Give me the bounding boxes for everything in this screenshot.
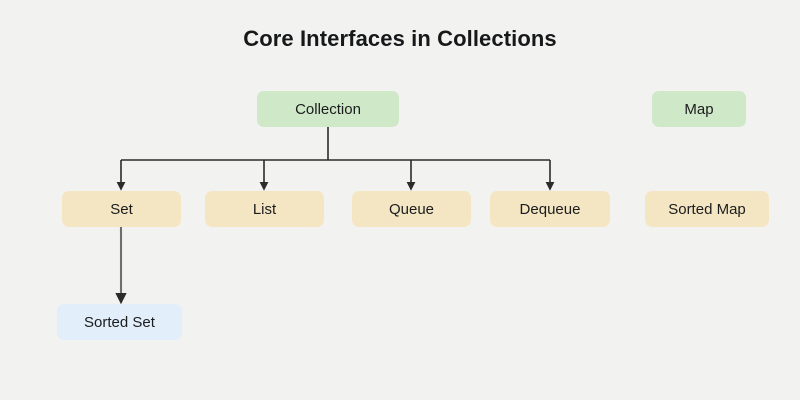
node-list[interactable]: List (205, 191, 324, 227)
page-title: Core Interfaces in Collections (243, 26, 557, 51)
node-sorted-set[interactable]: Sorted Set (57, 304, 182, 340)
node-sorted-map[interactable]: Sorted Map (645, 191, 769, 227)
node-set-label: Set (110, 200, 133, 218)
node-map[interactable]: Map (652, 91, 746, 127)
node-queue[interactable]: Queue (352, 191, 471, 227)
node-queue-label: Queue (388, 200, 435, 218)
node-dequeue[interactable]: Dequeue (490, 191, 610, 227)
node-list-label: List (252, 200, 277, 218)
node-sorted-map-label: Sorted Map (668, 200, 746, 218)
node-collection-label: Collection (295, 100, 361, 118)
node-dequeue-label: Dequeue (519, 200, 581, 218)
node-set[interactable]: Set (62, 191, 181, 227)
node-sorted-set-label: Sorted Set (84, 313, 155, 331)
node-collection[interactable]: Collection (257, 91, 399, 127)
node-map-label: Map (684, 100, 714, 118)
